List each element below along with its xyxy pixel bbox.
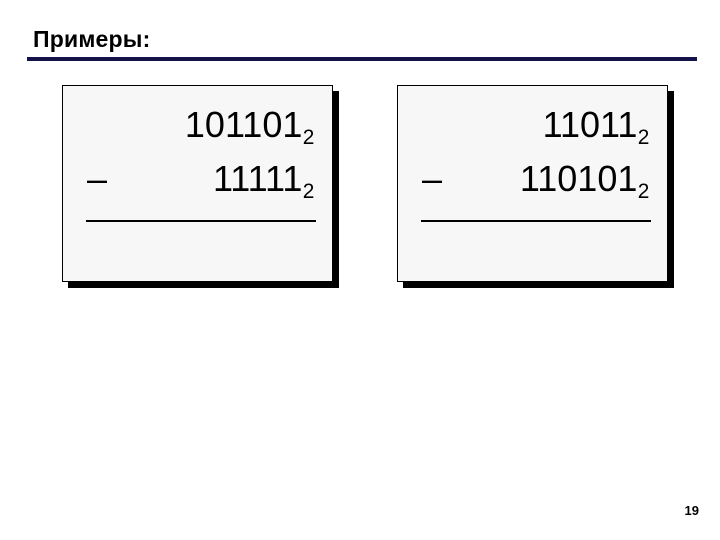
minus-operator-right: – (422, 158, 443, 199)
page-title: Примеры: (33, 26, 151, 52)
subtraction-problem-right: 110112 – 1101012 (398, 86, 667, 281)
result-rule-left (86, 220, 316, 222)
example-box-left: 1011012 – 111112 (62, 85, 333, 282)
minuend-base-left: 2 (302, 125, 315, 149)
minuend-row-right: 110112 (542, 104, 650, 148)
result-rule-right (421, 220, 651, 222)
title-underline-rule (27, 57, 697, 61)
subtrahend-value-left: 111112 (212, 158, 314, 202)
minuend-value-right: 110112 (542, 104, 650, 148)
minuend-row-left: 1011012 (184, 104, 315, 148)
subtrahend-row-right: 1101012 (519, 158, 650, 202)
minus-operator-left: – (87, 158, 108, 199)
example-box-right: 110112 – 1101012 (397, 85, 668, 282)
page-number: 19 (684, 503, 699, 518)
minuend-digits-left: 101101 (184, 104, 303, 145)
subtrahend-digits-left: 11111 (212, 158, 303, 199)
subtraction-problem-left: 1011012 – 111112 (63, 86, 332, 281)
subtrahend-base-right: 2 (637, 179, 650, 203)
subtrahend-row-left: 111112 (212, 158, 314, 202)
minuend-value-left: 1011012 (184, 104, 315, 148)
minuend-base-right: 2 (637, 125, 650, 149)
subtrahend-digits-right: 110101 (519, 158, 638, 199)
subtrahend-base-left: 2 (302, 179, 315, 203)
minuend-digits-right: 11011 (542, 104, 638, 145)
subtrahend-value-right: 1101012 (519, 158, 650, 202)
